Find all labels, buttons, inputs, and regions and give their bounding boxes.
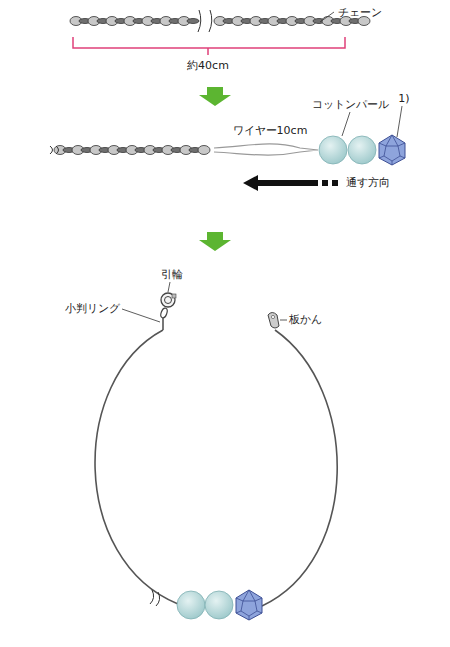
note-label: 通す方向 — [346, 176, 390, 189]
oval-ring — [160, 307, 169, 318]
part-label: 小判リング — [65, 302, 120, 315]
leader-line — [122, 309, 160, 322]
part-label: ワイヤー10cm — [233, 124, 308, 137]
leader-line — [280, 320, 287, 321]
chain-link — [198, 146, 210, 155]
faceted-bead — [379, 135, 405, 165]
wire — [214, 144, 318, 155]
wire-loop — [95, 330, 337, 606]
direction-arrow — [243, 175, 338, 191]
leader-line — [320, 12, 334, 22]
cotton-pearl — [319, 136, 347, 164]
leader-line — [342, 112, 350, 136]
cotton-pearl — [205, 591, 233, 619]
break-mark — [50, 146, 59, 154]
cotton-pearl — [348, 136, 376, 164]
plate-clasp — [268, 313, 279, 329]
chain — [70, 17, 370, 26]
faceted-bead — [236, 590, 262, 620]
chain-link — [187, 19, 199, 24]
leader-line — [168, 282, 170, 292]
spring-ring — [161, 293, 176, 307]
part-label: チェーン — [338, 6, 382, 19]
dimension-label: 約40cm — [187, 59, 229, 72]
chain — [54, 146, 210, 155]
part-label: 板かん — [289, 313, 322, 326]
break-mark — [198, 10, 212, 32]
part-label: 引輪 — [161, 268, 183, 281]
wire — [162, 318, 164, 330]
length-bracket — [73, 37, 345, 55]
leader-line — [397, 106, 402, 137]
callout-number: 1) — [398, 92, 409, 105]
break-gap — [200, 10, 210, 32]
cotton-pearl — [177, 591, 205, 619]
break-mark — [150, 590, 160, 606]
step-arrow — [199, 232, 231, 251]
step-arrow — [199, 87, 231, 106]
part-label: コットンパール — [312, 98, 389, 111]
